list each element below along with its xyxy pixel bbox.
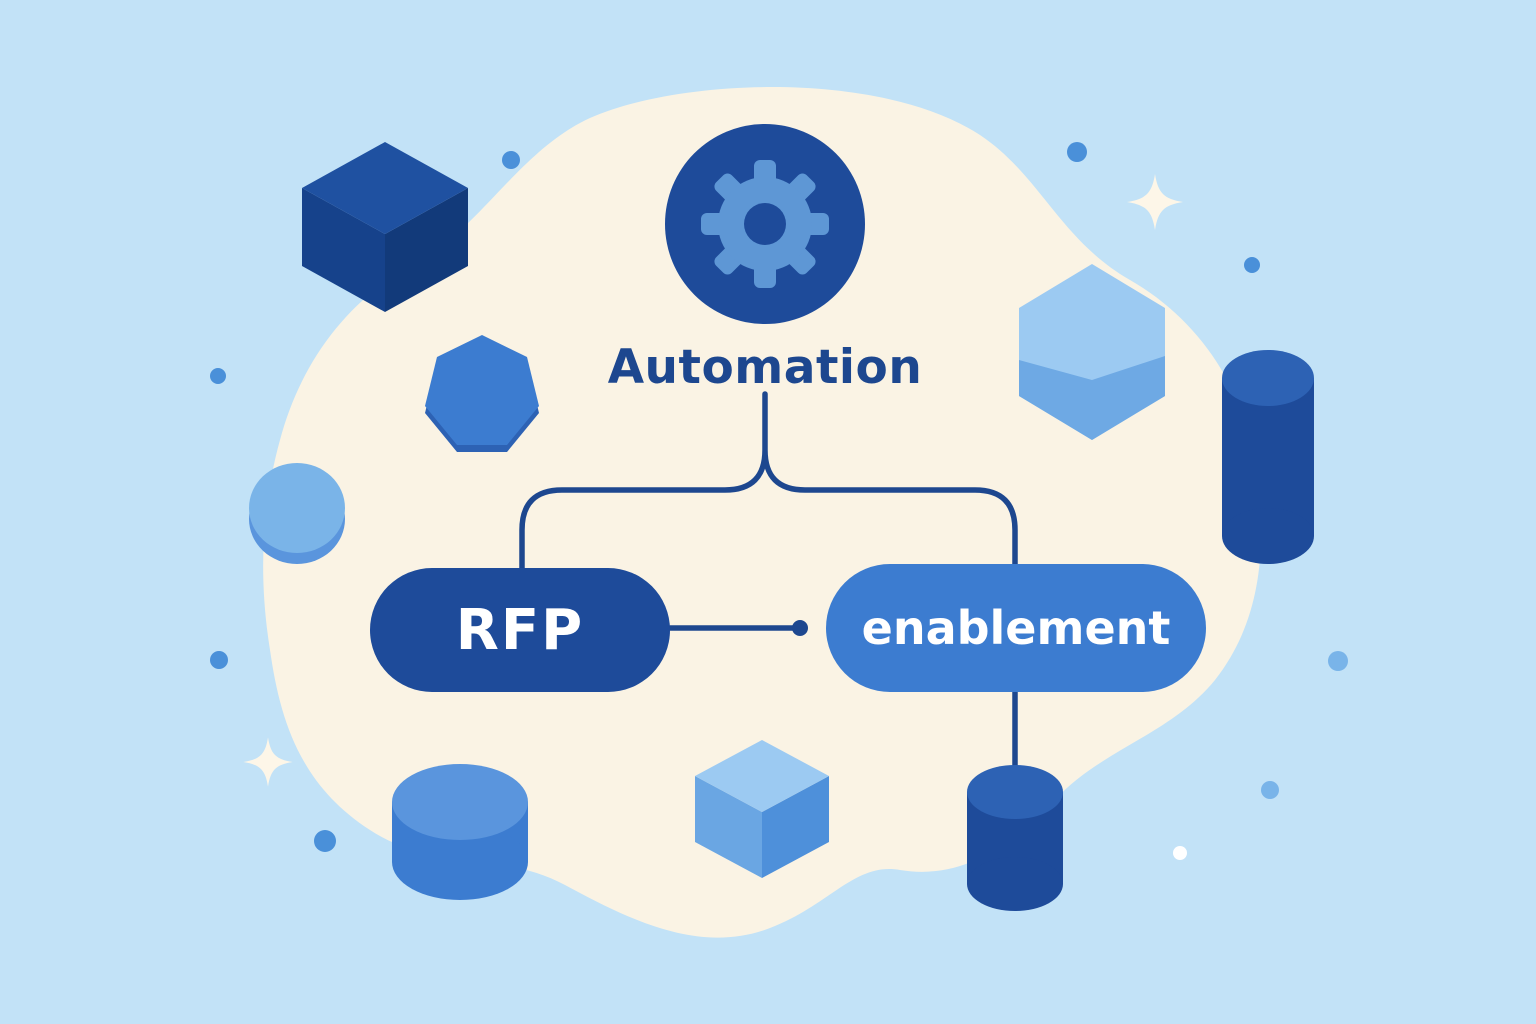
- cylinder-icon: [392, 764, 528, 900]
- hexagon-icon: [1019, 264, 1165, 440]
- dot-icon: [1173, 846, 1187, 860]
- connector-dot: [792, 620, 808, 636]
- sparkle-icon: [243, 737, 293, 787]
- dot-icon: [210, 368, 226, 384]
- cube-light-icon: [695, 740, 829, 878]
- cube-dark-icon: [302, 142, 468, 312]
- dot-icon: [1244, 257, 1260, 273]
- dot-icon: [210, 651, 228, 669]
- gear-icon: [701, 160, 829, 288]
- cylinder-icon: [967, 765, 1063, 911]
- node-enablement: enablement: [826, 564, 1206, 692]
- sphere-icon: [249, 463, 345, 564]
- dot-icon: [314, 830, 336, 852]
- automation-label: Automation: [607, 340, 923, 395]
- dot-icon: [1261, 781, 1279, 799]
- sparkle-icon: [1127, 174, 1183, 230]
- dot-icon: [502, 151, 520, 169]
- heptagon-icon: [425, 335, 539, 452]
- node-rfp: RFP: [370, 568, 670, 692]
- node-enablement-label: enablement: [861, 601, 1171, 655]
- background-blob: [263, 87, 1261, 938]
- node-rfp-label: RFP: [455, 597, 585, 663]
- dot-icon: [1067, 142, 1087, 162]
- decor-dots: [210, 142, 1348, 860]
- dot-icon: [1328, 651, 1348, 671]
- gear-badge: [665, 124, 865, 324]
- cylinder-icon: [1222, 350, 1314, 564]
